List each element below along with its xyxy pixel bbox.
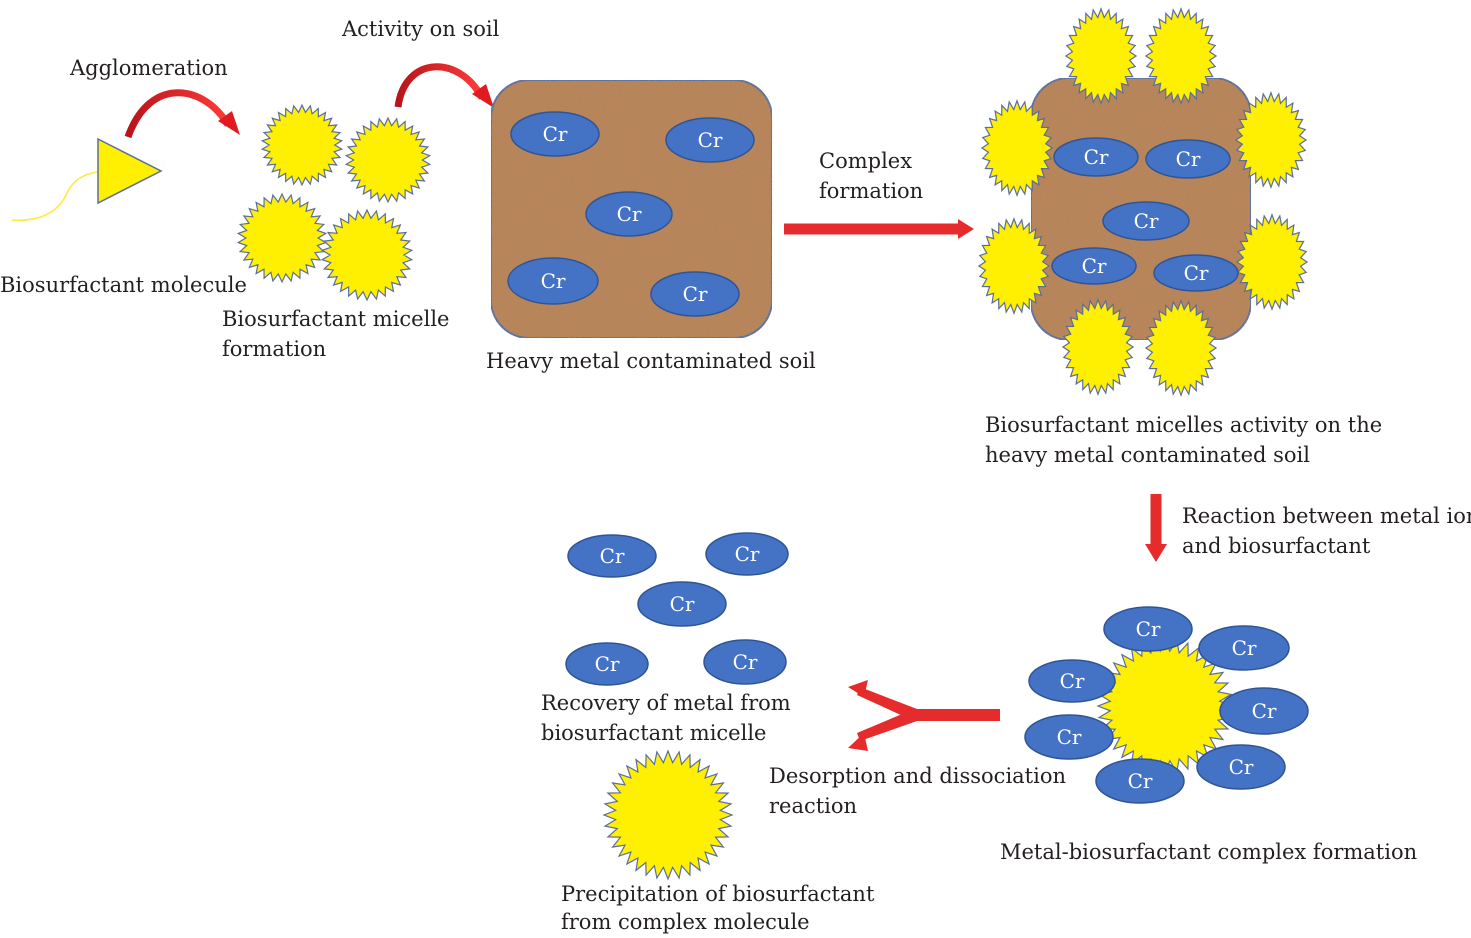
cr-ion: Cr xyxy=(1024,714,1114,760)
micelle xyxy=(344,116,432,204)
reaction-arrow xyxy=(1145,494,1167,562)
cr-ion: Cr xyxy=(1051,247,1137,285)
cr-ion: Cr xyxy=(1053,137,1139,177)
micelle xyxy=(1064,7,1138,106)
desorption-fork-arrow xyxy=(848,680,1000,751)
cr-ion: Cr xyxy=(510,111,600,157)
micelle xyxy=(320,208,414,302)
activity-on-soil-label: Activity on soil xyxy=(342,17,500,41)
micelle xyxy=(1234,91,1308,190)
heavy-metal-soil-label: Heavy metal contaminated soil xyxy=(486,349,816,373)
cr-ion: Cr xyxy=(665,117,755,163)
complex-result-label: Metal-biosurfactant complex formation xyxy=(1000,840,1418,864)
cr-ion-label: Cr xyxy=(541,269,566,293)
biosurfactant-molecule-label: Biosurfactant molecule xyxy=(0,273,247,297)
cr-ion-label: Cr xyxy=(1252,699,1277,723)
desorption-label-line1: Desorption and dissociation xyxy=(769,764,1067,788)
cr-ion-label: Cr xyxy=(595,652,620,676)
precipitation-label-line1: Precipitation of biosurfactant xyxy=(561,882,875,906)
micelle xyxy=(980,99,1054,198)
precipitated-micelle xyxy=(602,749,734,881)
micelle xyxy=(1061,298,1135,397)
cr-ion-label: Cr xyxy=(1057,725,1082,749)
biosurfactant-molecule-icon xyxy=(11,137,163,222)
recovery-label-line1: Recovery of metal from xyxy=(541,691,791,715)
cr-ion: Cr xyxy=(637,581,727,627)
process-arrows xyxy=(124,63,1167,751)
recovery-label-line2: biosurfactant micelle xyxy=(541,721,767,745)
reaction-label-line1: Reaction between metal ions xyxy=(1182,504,1471,528)
desorption-label-line2: reaction xyxy=(769,794,858,818)
cr-ion-label: Cr xyxy=(683,282,708,306)
micelles-activity-label-line1: Biosurfactant micelles activity on the xyxy=(985,413,1383,437)
micelle-formation-label-line1: Biosurfactant micelle xyxy=(222,307,450,331)
cr-ion-label: Cr xyxy=(1060,669,1085,693)
cr-ion-label: Cr xyxy=(1176,147,1201,171)
cr-ion: Cr xyxy=(1198,625,1290,671)
micelles xyxy=(236,7,1309,881)
cr-ion-label: Cr xyxy=(735,542,760,566)
cr-ion: Cr xyxy=(650,271,740,317)
cr-ion: Cr xyxy=(1196,744,1286,790)
complex-formation-arrow xyxy=(784,219,974,239)
cr-ion: Cr xyxy=(565,642,649,686)
cr-ion: Cr xyxy=(703,639,787,685)
cr-ion: Cr xyxy=(1145,139,1231,179)
cr-ion: Cr xyxy=(567,534,657,578)
micelle-formation-label-line2: formation xyxy=(222,337,327,361)
micelles-activity-label-line2: heavy metal contaminated soil xyxy=(985,443,1310,467)
cr-ion: Cr xyxy=(1219,687,1309,735)
cr-ion: Cr xyxy=(585,191,673,237)
cr-ion-label: Cr xyxy=(1136,617,1161,641)
cr-ion-label: Cr xyxy=(1082,254,1107,278)
agglomeration-arrow xyxy=(124,89,240,139)
reaction-label-line2: and biosurfactant xyxy=(1182,534,1371,558)
micelle xyxy=(236,192,328,284)
cr-ion-label: Cr xyxy=(1128,769,1153,793)
cr-ion-label: Cr xyxy=(733,650,758,674)
cr-ion-label: Cr xyxy=(670,592,695,616)
cr-ion-label: Cr xyxy=(1184,261,1209,285)
cr-ion: Cr xyxy=(507,257,599,305)
micelle xyxy=(1144,7,1218,106)
cr-ion-label: Cr xyxy=(698,128,723,152)
activity-on-soil-arrow xyxy=(394,63,494,108)
complex-formation-label-line1: Complex xyxy=(819,149,913,173)
cr-ion-label: Cr xyxy=(617,202,642,226)
precipitation-label-line2: from complex molecule xyxy=(561,910,810,934)
cr-ion: Cr xyxy=(1095,758,1185,804)
cr-ion-label: Cr xyxy=(1229,755,1254,779)
micelle xyxy=(1235,213,1309,312)
micelle xyxy=(260,103,344,187)
cr-ion: Cr xyxy=(705,532,789,576)
cr-ion-label: Cr xyxy=(543,122,568,146)
cr-ion: Cr xyxy=(1028,659,1116,703)
cr-ion-label: Cr xyxy=(1084,145,1109,169)
cr-ion-label: Cr xyxy=(600,544,625,568)
cr-ion: Cr xyxy=(1103,606,1193,652)
micelle xyxy=(977,217,1051,316)
cr-ion: Cr xyxy=(1102,201,1190,241)
cr-ion-label: Cr xyxy=(1134,209,1159,233)
cr-ion-label: Cr xyxy=(1232,636,1257,660)
agglomeration-label: Agglomeration xyxy=(70,56,228,80)
complex-formation-label-line2: formation xyxy=(819,179,924,203)
micelle xyxy=(1144,299,1218,398)
cr-ion: Cr xyxy=(1153,254,1239,292)
